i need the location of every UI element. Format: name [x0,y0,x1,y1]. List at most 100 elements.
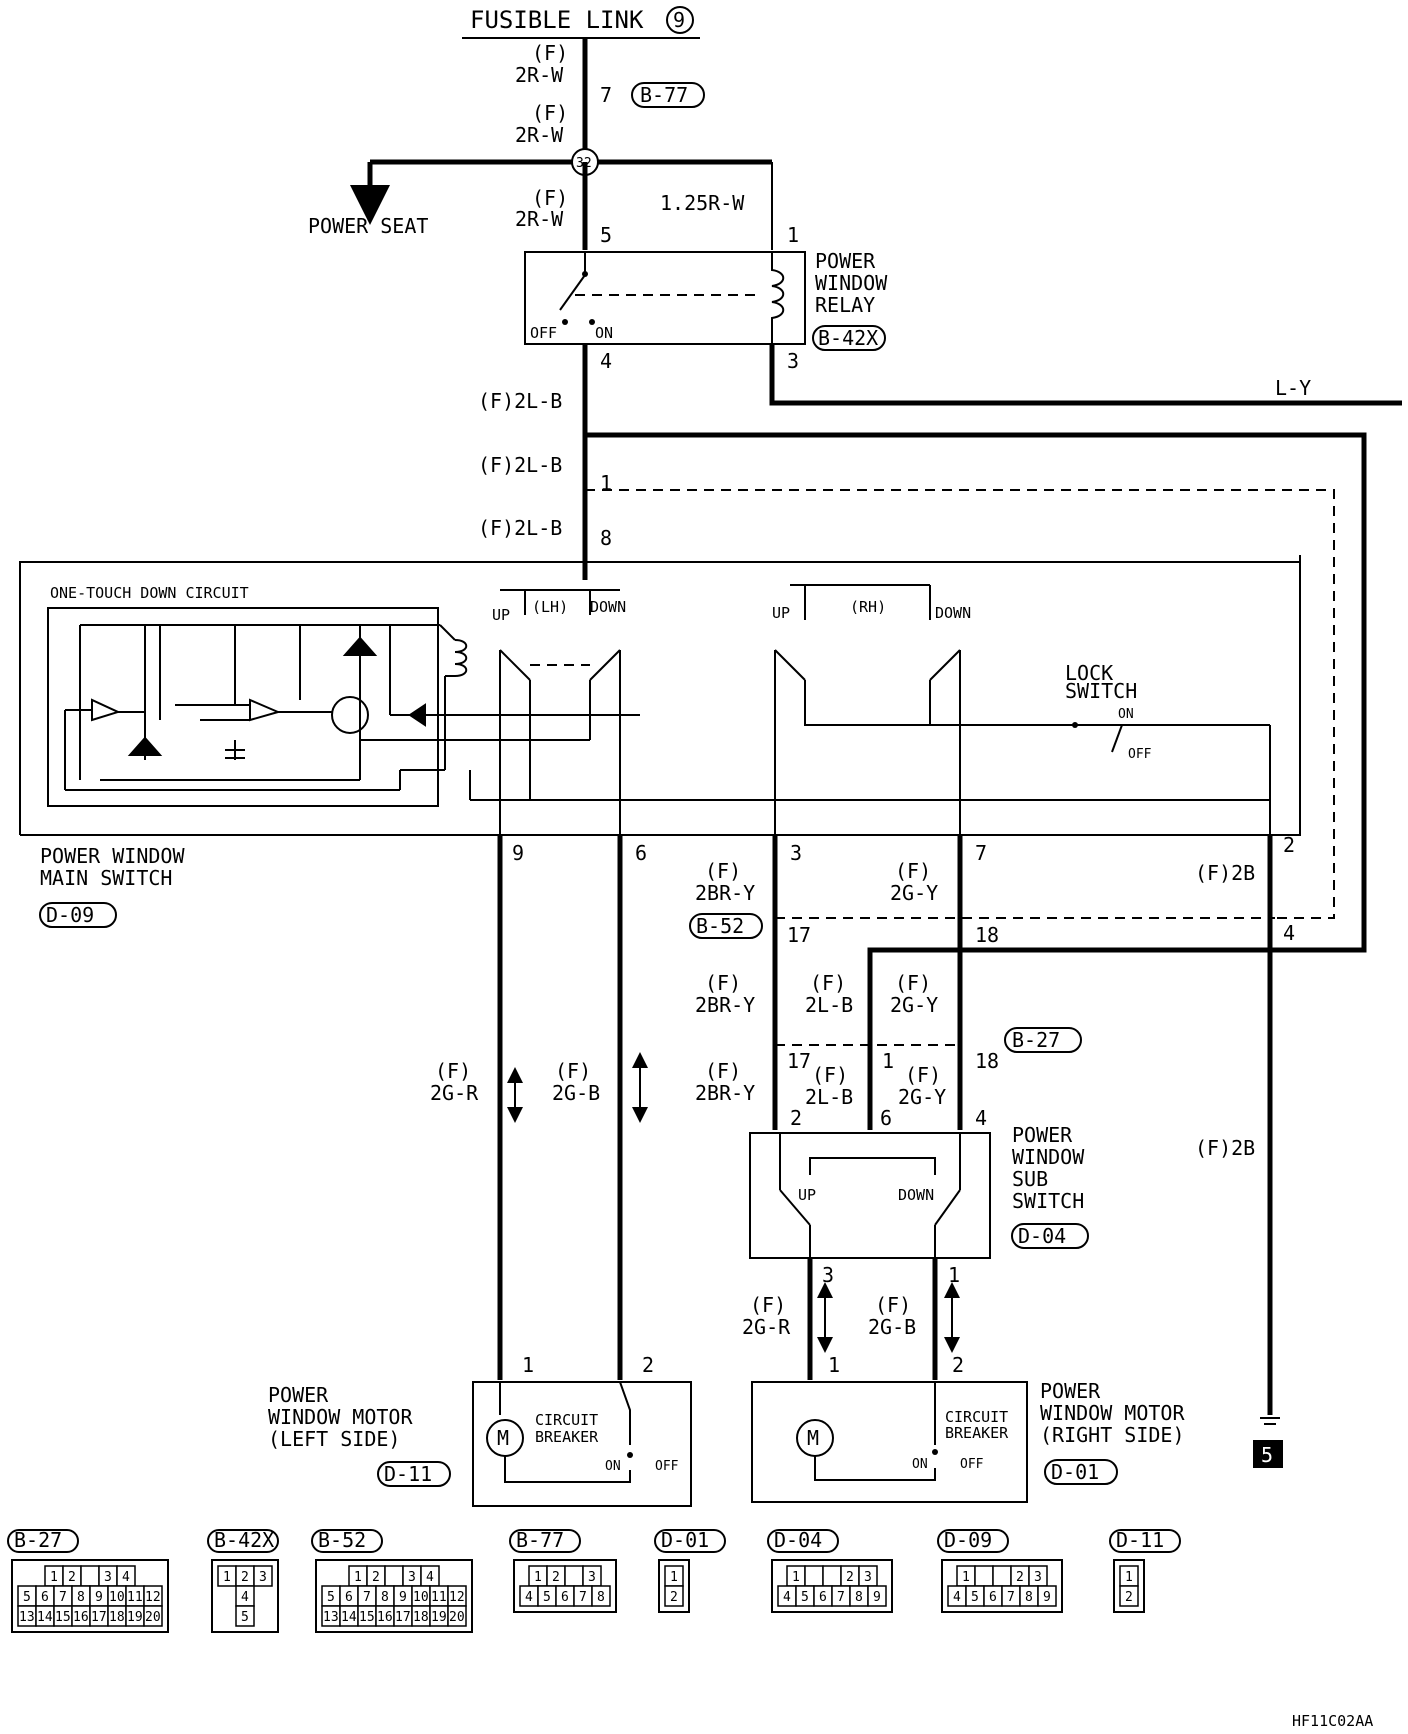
face-body-d-01 [658,1559,690,1613]
face-pin: 9 [1043,1590,1051,1605]
face-pin: 1 [962,1570,970,1585]
face-pin: 5 [23,1590,31,1605]
pin-2-left-motor: 2 [642,1353,654,1377]
wire-label-1-25r-w: 1.25R-W [660,191,745,215]
face-pin: 2 [68,1570,76,1585]
connector-tag-b77 [631,82,705,108]
wire-label-2l-b-a: (F)2L-B [478,389,562,413]
wire-label-2g-y-a: 2G-Y [890,881,938,905]
pin-1-right-motor: 1 [828,1353,840,1377]
face-pin: 7 [837,1590,845,1605]
face-cell [664,1585,684,1607]
face-pin: 18 [413,1610,429,1625]
fusible-link-number-circle [666,6,694,34]
pin-1-left-motor: 1 [522,1353,534,1377]
face-tag-d-09 [937,1529,1009,1553]
main-switch-label-2: MAIN SWITCH [40,866,172,890]
one-touch-down-circuit-label: ONE-TOUCH DOWN CIRCUIT [50,584,249,602]
face-tag-d-11 [1109,1529,1181,1553]
left-breaker-label-1: CIRCUIT [535,1411,598,1429]
connector-d09-label: D-09 [46,903,94,927]
wire-label-f-a: (F) [532,41,568,65]
wire-label-f-gy-c: (F) [905,1063,941,1087]
pin-17-b52: 17 [787,923,811,947]
face-pin: 2 [1016,1570,1024,1585]
lock-switch-label-2: SWITCH [1065,679,1137,703]
pin-4-sub: 4 [975,1106,987,1130]
rh-to-lock [804,680,1120,726]
face-pin: 12 [145,1590,161,1605]
face-pin: 16 [73,1610,89,1625]
face-pin: 7 [59,1590,67,1605]
right-breaker-label-1: CIRCUIT [945,1408,1008,1426]
face-pin: 8 [77,1590,85,1605]
rh-down-arm [929,649,961,681]
wire-label-2r-w-a: 2R-W [515,63,564,87]
connector-b52-label: B-52 [696,914,744,938]
wire-label-f-bry-b: (F) [705,971,741,995]
face-pin: 4 [525,1590,533,1605]
face-pin: 14 [37,1610,53,1625]
wire-label-f-bry-a: (F) [705,859,741,883]
face-cell [822,1565,842,1587]
pin-6-sub: 6 [880,1106,892,1130]
power-seat-label: POWER SEAT [308,214,428,238]
face-cell [804,1565,824,1587]
face-pin: 5 [543,1590,551,1605]
wire-2l-b-to-sub [585,432,1367,1040]
face-tag-b-77 [509,1529,581,1553]
face-pin: 6 [989,1590,997,1605]
wire-label-2l-b-s: 2L-B [805,993,853,1017]
face-pin: 2 [241,1570,249,1585]
relay-contact-arm [559,274,586,311]
wire-label-2g-r-right: 2G-R [742,1315,791,1339]
face-pin: 2 [846,1570,854,1585]
wire-dashed-1 [585,489,1335,919]
face-pin: 4 [953,1590,961,1605]
face-pin: 15 [359,1610,375,1625]
connector-d11-label: D-11 [384,1462,432,1486]
wire-label-2l-b-b: (F)2L-B [478,453,562,477]
pin-4-relay: 4 [600,349,612,373]
sub-switch-label-4: SWITCH [1012,1189,1084,1213]
pin-9-main: 9 [512,841,524,865]
wire-label-2g-y-b: 2G-Y [890,993,938,1017]
fusible-link-title: FUSIBLE LINK [470,6,644,34]
connector-tag-d11 [377,1461,451,1487]
face-body-d-11 [1113,1559,1145,1613]
connector-d01-label: D-01 [1051,1460,1099,1484]
connector-tag-b42x [812,325,886,351]
wire-label-f-left-r: (F) [435,1059,471,1083]
wire-label-f-right-r: (F) [750,1293,786,1317]
figure-code: HF11C02AA [1292,1712,1373,1730]
left-motor-m: M [497,1426,509,1450]
face-pin: 11 [431,1590,447,1605]
face-pin: 11 [127,1590,143,1605]
pin-1-b52: 1 [600,471,612,495]
left-breaker-lead [619,1381,631,1445]
main-switch-label-1: POWER WINDOW [40,844,185,868]
connector-tag-b52 [689,913,763,939]
face-pin: 10 [109,1590,125,1605]
wire-label-2g-y-c: 2G-Y [898,1085,946,1109]
wire-l-y [769,344,1402,406]
face-pin: 6 [345,1590,353,1605]
wire-label-f-b: (F) [532,101,568,125]
relay-contact-off [562,319,568,325]
wire-label-2b-a: (F)2B [1195,861,1255,885]
wire-label-2br-y-c: 2BR-Y [695,1081,755,1105]
wire-label-2g-r-left: 2G-R [430,1081,479,1105]
face-tag-b-27 [7,1529,79,1553]
wire-label-2r-w-b: 2R-W [515,123,564,147]
sub-down-label: DOWN [898,1186,934,1204]
face-pin: 6 [41,1590,49,1605]
face-tag-b-52 [311,1529,383,1553]
pin-2-main: 2 [1283,833,1295,857]
face-pin: 5 [327,1590,335,1605]
right-breaker-off: OFF [960,1457,984,1472]
lock-switch-label-1: LOCK [1065,661,1113,685]
face-label-b-27: B-27 [14,1528,62,1552]
face-tag-d-04 [767,1529,839,1553]
face-tag-d-01 [654,1529,726,1553]
